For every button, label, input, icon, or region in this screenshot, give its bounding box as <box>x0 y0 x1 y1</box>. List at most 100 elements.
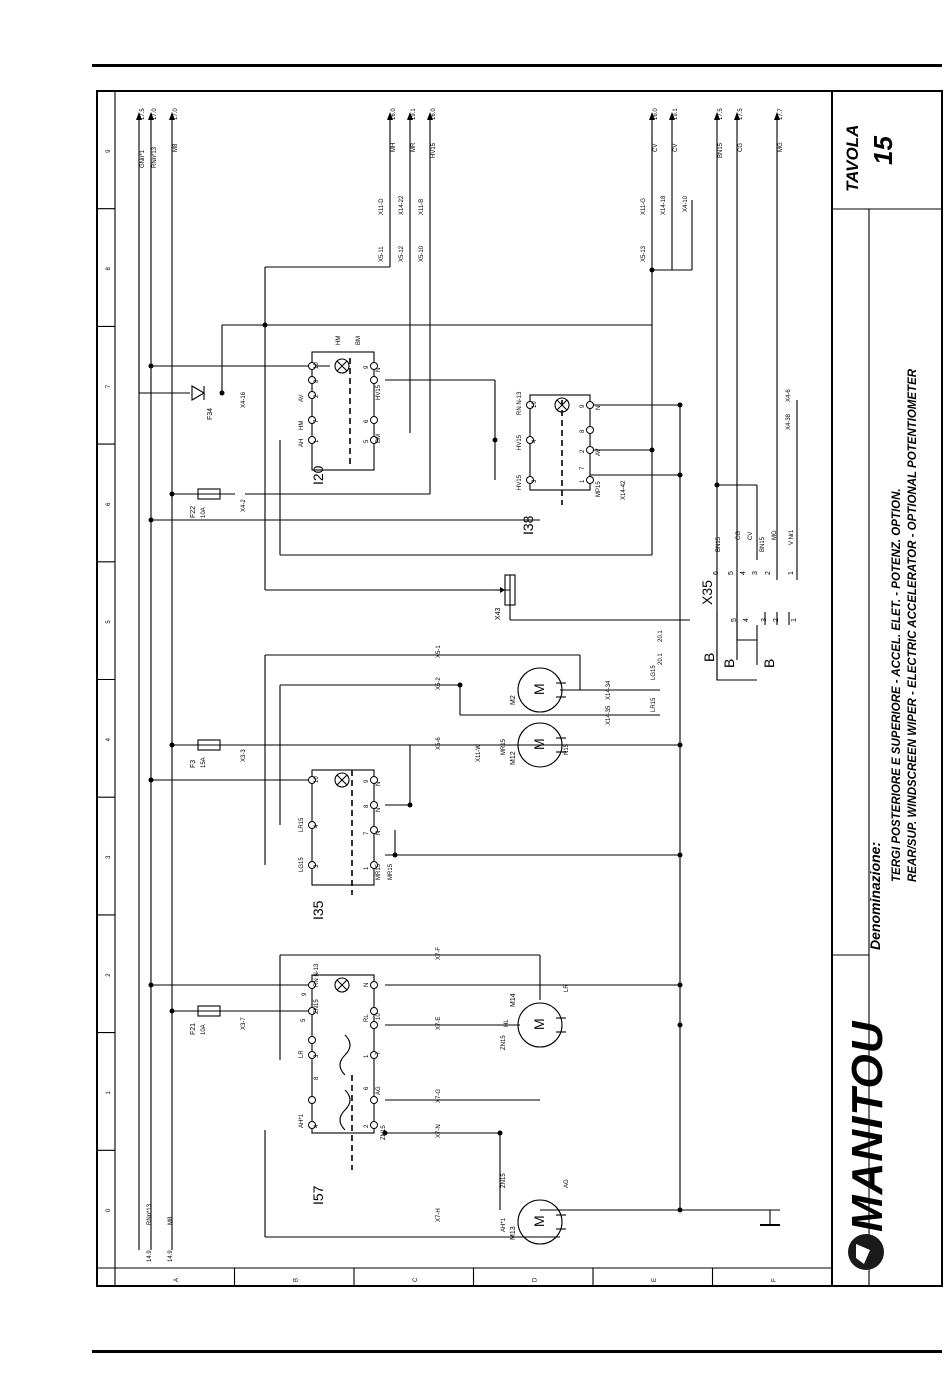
contact-circle <box>526 476 534 484</box>
contact-circle <box>308 391 316 399</box>
i20-contact-label: 2 <box>314 394 320 398</box>
i35-contact-label: 7 <box>364 831 370 835</box>
fuse-f22-connector: X4-2 <box>241 499 247 512</box>
motor-m12-symbol: M <box>531 738 547 750</box>
i38-contact-label: 7 <box>580 466 586 470</box>
wire-label-hv15: HV15 <box>431 142 437 158</box>
i38-contact-label: MP15 <box>596 481 602 497</box>
x35-wire-bn15-2: BN15 <box>760 536 766 552</box>
wire-label-lr15: LR15 <box>651 697 657 712</box>
wire-ref-lg15: 20.1 <box>658 630 664 642</box>
contact-circle <box>308 981 316 989</box>
contact-circle <box>370 416 378 424</box>
wire-ref-mg: 17.7 <box>778 108 784 120</box>
motor-pin-label: ZN15 <box>501 1173 507 1188</box>
contact-circle <box>370 1096 378 1104</box>
wire-ref-mr: 19.1 <box>411 108 417 120</box>
drawing-frame <box>96 90 943 1287</box>
bottom-rule <box>92 1350 942 1353</box>
row-ticks <box>233 1268 833 1286</box>
motor-pin-label: ZN15 <box>501 1035 507 1050</box>
fuse-f3-connector: X3-3 <box>241 749 247 762</box>
wire-label-mh: MH <box>391 143 397 152</box>
x35-pin-right: 3 <box>761 618 768 622</box>
wire-label-cv-1: CV <box>653 144 659 152</box>
contact-circle <box>370 376 378 384</box>
junction-dots <box>148 267 720 1213</box>
i57-contact-label: RN N-13 <box>314 963 320 987</box>
i35-contact-label: LR15 <box>299 817 305 832</box>
motor-connector-label: X7-G <box>436 1089 442 1103</box>
fuse-f21-rating: 10A <box>201 1024 207 1035</box>
motor-m13-symbol: M <box>531 1215 547 1227</box>
i20-contact-label: N <box>376 368 382 372</box>
wire-ref-cg: 17.5 <box>738 108 744 120</box>
i38-contact-label: RN N-13 <box>517 391 523 415</box>
motor-connector-label: X5-2 <box>436 677 442 690</box>
contact-circle <box>370 1021 378 1029</box>
motor-connector-label: X7-H <box>436 1208 442 1222</box>
title-english: REAR/SUP. WINDSCREEN WIPER - ELECTRIC AC… <box>907 368 919 882</box>
arrow-icons <box>136 112 780 120</box>
i57-contact-label: 7 <box>376 1051 382 1055</box>
row-label: A <box>174 1278 180 1282</box>
conn-x4-10: X4-10 <box>683 195 689 212</box>
row-label: F <box>771 1278 777 1282</box>
column-label: 1 <box>106 1090 112 1094</box>
manitou-logo: MANITOU <box>843 1020 892 1270</box>
switch-bodies <box>311 351 591 1134</box>
i20-contact-label: 10 <box>314 362 320 369</box>
i35-contact-label: 10 <box>314 776 320 783</box>
contact-circle <box>308 1007 316 1015</box>
conn-x4-6: X4-6 <box>786 389 792 402</box>
conn-x5-13: X5-13 <box>641 245 647 262</box>
wire-ref-bn15: 17.5 <box>718 108 724 120</box>
i57-contact-label: N <box>364 983 370 987</box>
contact-circle <box>308 1036 316 1044</box>
i38-contact-label: 3 <box>532 479 538 483</box>
contact-circle <box>370 1007 378 1015</box>
i38-contact-label: 1 <box>580 479 586 483</box>
contact-circle <box>370 362 378 370</box>
wire-ref-cv-1: 16.0 <box>653 108 659 120</box>
contact-circle <box>308 1096 316 1104</box>
motor-m14-label: M14 <box>510 993 517 1007</box>
i57-contact-label: 9 <box>302 992 308 996</box>
x35-pin-right: 4 <box>743 618 750 622</box>
i35-contact-label: 8 <box>364 804 370 808</box>
b-label-1: B <box>701 653 717 662</box>
column-label: 3 <box>106 855 112 859</box>
motor-m12-label: M12 <box>510 751 517 765</box>
x35-pin-left: 3 <box>752 571 759 575</box>
title-italian: TERGI POSTERIORE E SUPERIORE - ACCEL. EL… <box>891 488 903 882</box>
contact-circle <box>308 861 316 869</box>
i20-contact-label: BM <box>356 336 362 345</box>
potentiometer-icon <box>495 574 516 606</box>
wire-label-lg15: LG15 <box>651 665 657 680</box>
i35-contact-label: N <box>376 808 382 812</box>
column-label: 6 <box>106 502 112 506</box>
motor-connector-label: X14-42 <box>621 480 627 500</box>
contact-circle <box>526 401 534 409</box>
i38-contact-label: 8 <box>580 429 586 433</box>
contact-circle <box>370 801 378 809</box>
i35-contact-label: 1 <box>364 866 370 870</box>
lamp-icons <box>334 358 570 993</box>
contact-circle <box>308 362 316 370</box>
i20-contact-label: 6 <box>364 419 370 423</box>
i57-contact-label: AH*1 <box>299 1113 305 1128</box>
fuse-f22-rating: 10A <box>201 507 207 518</box>
contact-circle <box>308 776 316 784</box>
contact-circle <box>370 861 378 869</box>
motor-connector-label: X11-W <box>476 744 482 762</box>
fuse-f22-label: F22 <box>190 506 197 518</box>
wire-ref-gnn1: 17.5 <box>140 108 146 120</box>
wire-label-rnn13-bottom: RNn*13 <box>147 1203 153 1225</box>
i57-contact-label: 6 <box>364 1086 370 1090</box>
contact-circle <box>370 1121 378 1129</box>
motor-pin-label: HL <box>504 1019 510 1027</box>
i38-contact-label: 2 <box>580 449 586 453</box>
column-label: 9 <box>106 149 112 153</box>
x35-pin-left: 6 <box>713 571 720 575</box>
i20-contact-label: BM <box>376 434 382 443</box>
